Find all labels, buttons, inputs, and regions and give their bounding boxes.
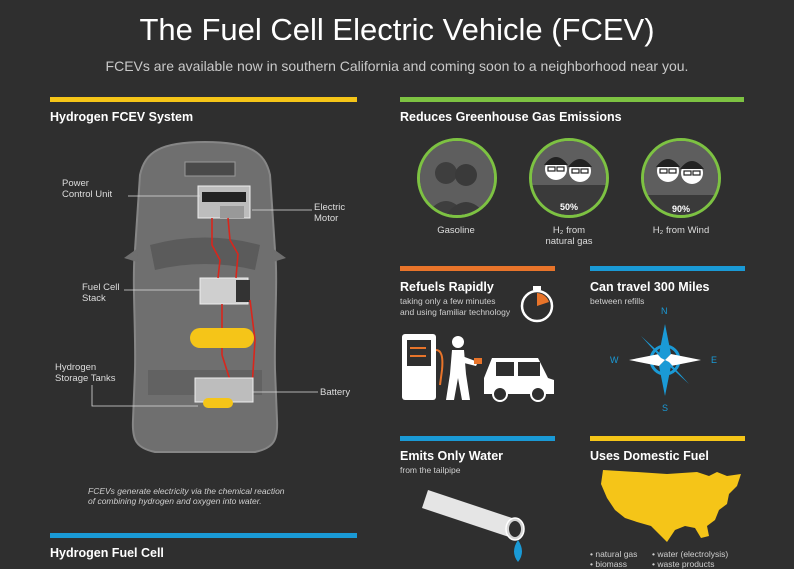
source-biomass: • biomass (590, 559, 627, 569)
two-people-icon (644, 141, 718, 215)
green-divider (400, 97, 744, 102)
fuel-cell-heading: Hydrogen Fuel Cell (50, 546, 164, 560)
usa-map-icon (601, 470, 741, 542)
water-drop-icon (514, 540, 522, 562)
source-natural-gas: • natural gas (590, 549, 638, 559)
natural-gas-percent: 50% (559, 202, 578, 212)
compass-e: E (711, 355, 718, 365)
emissions-heading: Reduces Greenhouse Gas Emissions (400, 110, 622, 124)
refueling-scene-icon (402, 334, 554, 402)
battery-label: Battery (320, 387, 351, 398)
stopwatch-icon (520, 286, 554, 323)
source-waste: • waste products (652, 559, 715, 569)
wind-caption: H₂ from Wind (652, 225, 710, 236)
water-heading: Emits Only Water (400, 449, 504, 463)
page-subtitle: FCEVs are available now in southern Cali… (105, 58, 689, 74)
system-heading: Hydrogen FCEV System (50, 110, 194, 124)
tailpipe-icon (422, 490, 525, 562)
compass-icon (629, 324, 701, 396)
wind-percent: 90% (671, 204, 690, 214)
compass-n: N (661, 306, 668, 316)
two-people-icon (420, 141, 494, 215)
orange-divider (400, 266, 555, 271)
compass-s: S (662, 403, 669, 413)
range-heading: Can travel 300 Miles (590, 280, 710, 294)
fcev-car-diagram (91, 140, 318, 453)
source-water: • water (electrolysis) (652, 549, 729, 559)
blue-divider-water (400, 436, 555, 441)
water-sub: from the tailpipe (400, 465, 461, 475)
domestic-heading: Uses Domestic Fuel (590, 449, 709, 463)
wind-circle (641, 138, 721, 218)
natural-gas-circle (529, 138, 609, 218)
yellow-divider (50, 97, 357, 102)
blue-divider-range (590, 266, 745, 271)
range-sub: between refills (590, 296, 645, 306)
refuel-heading: Refuels Rapidly (400, 280, 494, 294)
gasoline-caption: Gasoline (437, 225, 475, 236)
system-caption: FCEVs generate electricity via the chemi… (88, 486, 285, 506)
page-title: The Fuel Cell Electric Vehicle (FCEV) (139, 12, 655, 47)
blue-divider (50, 533, 357, 538)
compass-w: W (610, 355, 619, 365)
yellow-divider-domestic (590, 436, 745, 441)
gasoline-circle (417, 138, 497, 218)
